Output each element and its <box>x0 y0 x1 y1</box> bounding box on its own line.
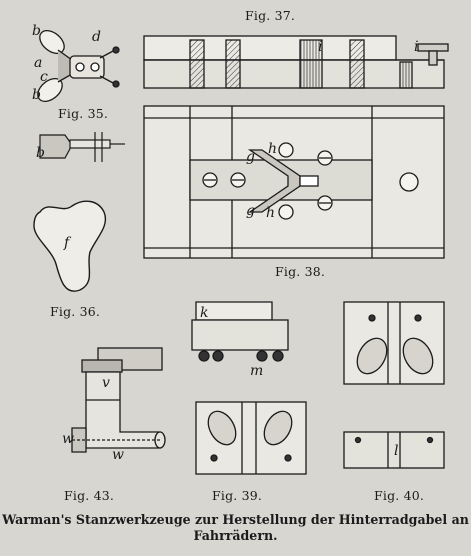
letter-h-bottom: h <box>266 205 276 221</box>
fig38-drawing <box>143 105 445 259</box>
fig38-label: Fig. 38. <box>275 264 326 279</box>
plate-caption: Warman's Stanzwerkzeuge zur Herstellung … <box>0 512 471 544</box>
letter-v: v <box>102 375 110 391</box>
caption-line-2: Fahrrädern. <box>193 528 278 543</box>
fig39-drawing <box>191 301 307 475</box>
fig43-drawing <box>71 347 166 453</box>
fig35-detail <box>39 132 125 162</box>
fig43-label: Fig. 43. <box>64 488 115 503</box>
fig35-drawing <box>37 30 120 102</box>
letter-k: k <box>200 305 209 321</box>
letter-m: m <box>250 363 264 379</box>
fig36-blank <box>33 200 107 292</box>
letter-f: f <box>64 235 70 251</box>
fig36-label: Fig. 36. <box>50 304 101 319</box>
letter-h-top: h <box>268 141 278 157</box>
fig37-drawing <box>143 35 449 89</box>
letter-g-top: g <box>246 149 255 165</box>
fig35-label: Fig. 35. <box>58 106 109 121</box>
letter-l: l <box>394 443 399 459</box>
letter-i-profile: i <box>414 39 419 55</box>
letter-g-bottom: g <box>246 203 255 219</box>
fig39-label: Fig. 39. <box>212 488 263 503</box>
letter-b-detail: b <box>36 145 45 161</box>
fig40-label: Fig. 40. <box>374 488 425 503</box>
caption-line-1: Warman's Stanzwerkzeuge zur Herstellung … <box>2 512 469 527</box>
letter-w-left: w <box>62 431 74 447</box>
letter-a: a <box>34 55 43 71</box>
letter-i-main: i <box>318 39 323 55</box>
letter-w-right: w <box>112 447 124 463</box>
fig40-drawing <box>343 301 445 469</box>
letter-b-top: b <box>32 23 41 39</box>
letter-c: c <box>40 69 48 85</box>
fig37-label: Fig. 37. <box>245 8 296 23</box>
letter-b-bottom: b <box>32 87 41 103</box>
letter-d: d <box>92 29 101 45</box>
